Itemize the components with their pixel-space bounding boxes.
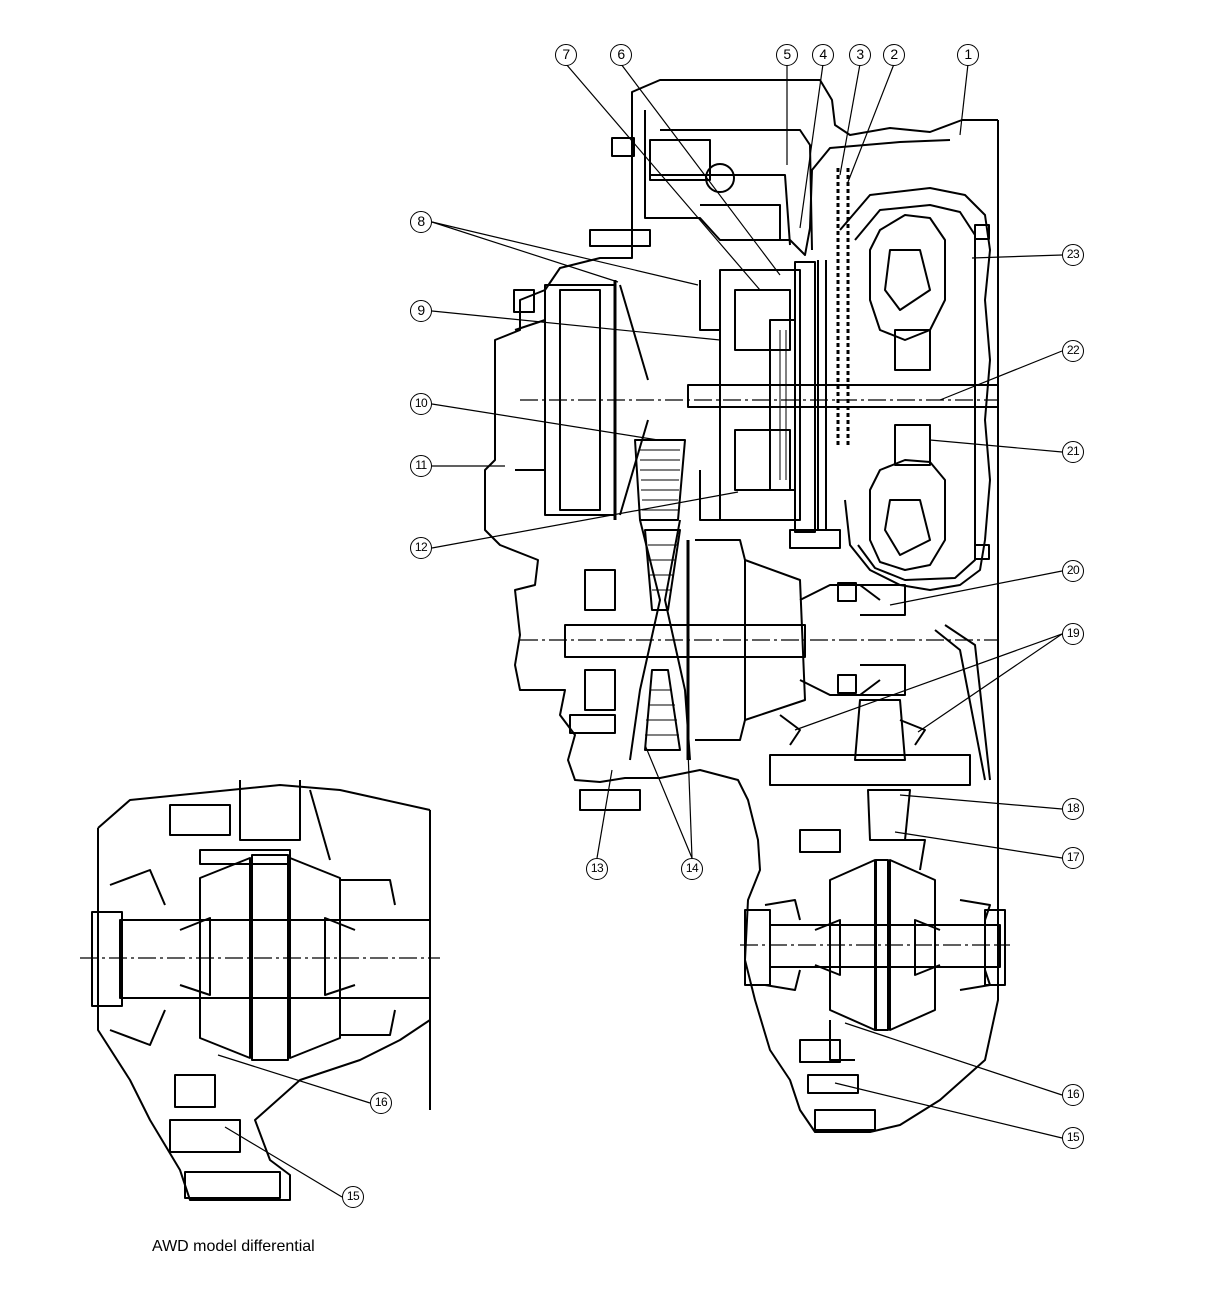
callout-14: 14	[681, 858, 703, 880]
secondary-pulley-assembly	[520, 519, 998, 761]
callout-5: 5	[776, 44, 798, 66]
callout-7: 7	[555, 44, 577, 66]
callout-15: 15	[1062, 1127, 1084, 1149]
callout-19: 19	[1062, 623, 1084, 645]
inset-callout-15: 15	[342, 1186, 364, 1208]
callout-23: 23	[1062, 244, 1084, 266]
callout-17: 17	[1062, 847, 1084, 869]
callout-18: 18	[1062, 798, 1084, 820]
primary-pulley-assembly	[514, 269, 999, 521]
drive-belt-lower	[644, 529, 681, 751]
callout-4: 4	[812, 44, 834, 66]
drive-belt-upper	[634, 439, 686, 521]
leader-lines	[217, 63, 1063, 1198]
callout-16: 16	[1062, 1084, 1084, 1106]
callout-8: 8	[410, 211, 432, 233]
bolts	[513, 229, 876, 1131]
callout-3: 3	[849, 44, 871, 66]
callout-12: 12	[410, 537, 432, 559]
oil-pump	[611, 137, 781, 240]
main-housing-outline	[484, 79, 999, 1133]
callout-22: 22	[1062, 340, 1084, 362]
drive-chain	[794, 168, 850, 533]
callout-21: 21	[1062, 441, 1084, 463]
callout-10: 10	[410, 393, 432, 415]
callout-1: 1	[957, 44, 979, 66]
reduction-gear	[769, 584, 991, 871]
torque-converter	[869, 214, 990, 571]
main-differential	[740, 859, 1010, 1094]
callout-20: 20	[1062, 560, 1084, 582]
callout-11: 11	[410, 455, 432, 477]
inset-caption: AWD model differential	[152, 1238, 315, 1255]
inset-callout-16: 16	[370, 1092, 392, 1114]
callout-2: 2	[883, 44, 905, 66]
awd-differential-inset	[80, 780, 440, 1201]
callout-6: 6	[610, 44, 632, 66]
callout-13: 13	[586, 858, 608, 880]
callout-9: 9	[410, 300, 432, 322]
